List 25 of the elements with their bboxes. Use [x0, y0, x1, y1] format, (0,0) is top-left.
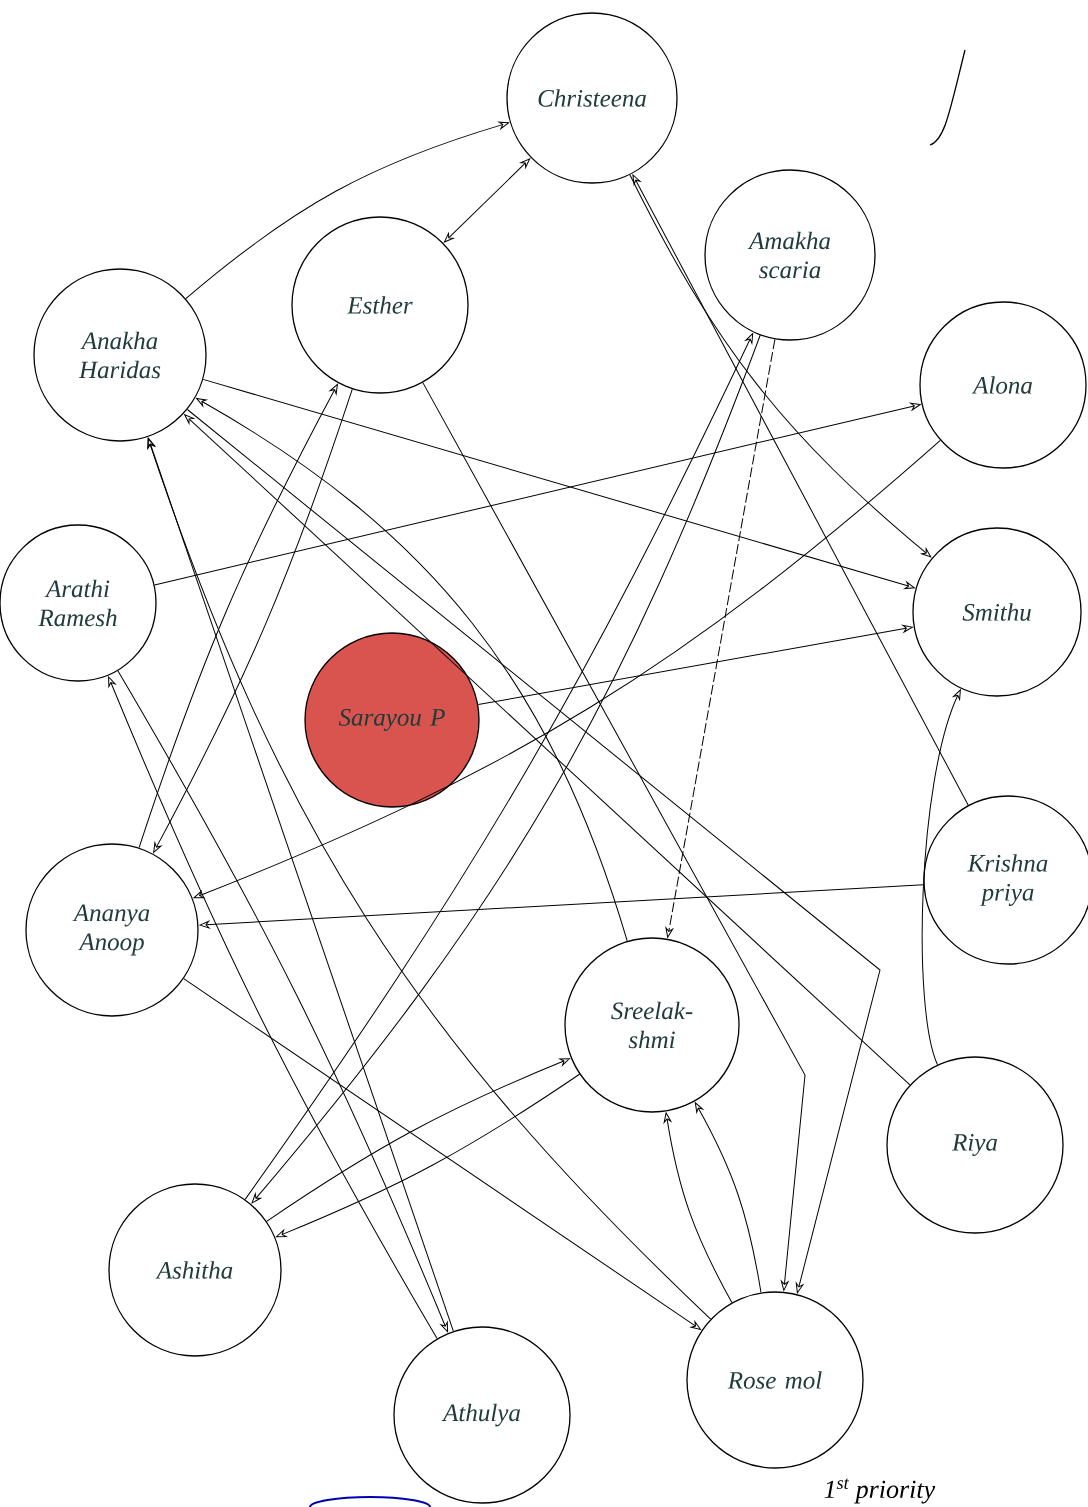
arrow	[147, 437, 454, 1332]
arrow	[443, 158, 531, 243]
arrow	[193, 439, 941, 899]
arrow	[147, 438, 712, 1320]
arrow	[185, 121, 510, 300]
arrow	[266, 1058, 571, 1222]
arrow	[184, 414, 911, 1086]
arrow	[183, 978, 701, 1330]
arrow	[422, 382, 806, 1291]
arrow	[153, 388, 353, 853]
arrow	[186, 409, 881, 1294]
arrow	[694, 1102, 762, 1293]
arrow	[665, 338, 776, 938]
arrow	[202, 378, 915, 590]
arrow	[629, 174, 932, 558]
legend-text: 1$^{st}$ priority	[824, 1478, 936, 1504]
arrow	[154, 402, 921, 586]
arrow	[276, 1073, 580, 1238]
arrow	[632, 174, 969, 806]
arrow	[199, 884, 924, 929]
arrow	[921, 689, 961, 1066]
arrow	[138, 383, 338, 849]
arrow	[477, 624, 913, 706]
arrow	[663, 1112, 733, 1304]
arrow	[196, 397, 628, 942]
